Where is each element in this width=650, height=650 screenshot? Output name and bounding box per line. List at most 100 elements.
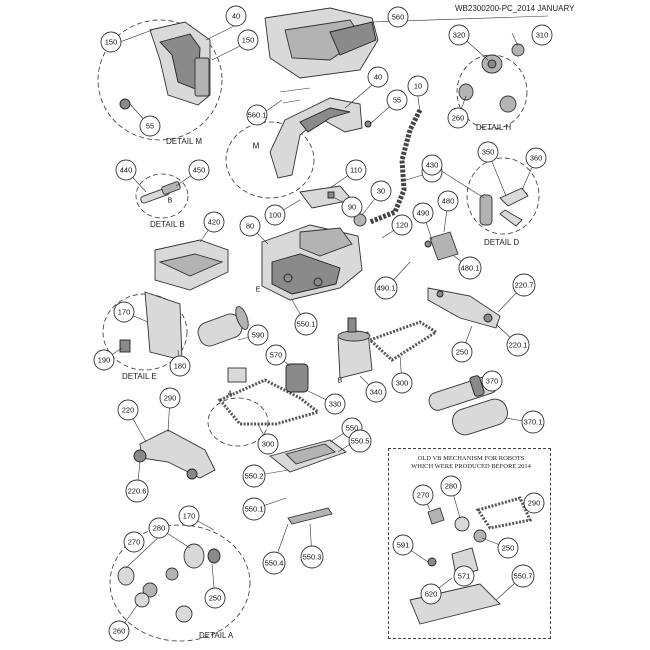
callout-100[interactable]: 100 — [264, 204, 286, 226]
callout-55[interactable]: 55 — [139, 115, 161, 137]
track-300-left — [217, 378, 322, 426]
svg-text:220: 220 — [122, 406, 135, 415]
callout-300[interactable]: 300 — [257, 433, 279, 455]
callout-490-1[interactable]: 490.1 — [374, 276, 398, 300]
svg-text:591: 591 — [397, 541, 410, 550]
drive-motor-330 — [227, 363, 309, 393]
callout-250[interactable]: 250 — [204, 587, 226, 609]
callout-90[interactable]: 90 — [341, 196, 363, 218]
track-300-right — [367, 320, 439, 362]
svg-text:220.6: 220.6 — [128, 487, 147, 496]
callout-280[interactable]: 280 — [148, 517, 170, 539]
callout-40[interactable]: 40 — [225, 5, 247, 27]
detail-m-circle — [97, 19, 223, 141]
svg-text:550.3: 550.3 — [303, 553, 322, 562]
svg-text:550.7: 550.7 — [514, 572, 533, 581]
svg-text:280: 280 — [445, 482, 458, 491]
callout-40[interactable]: 40 — [367, 66, 389, 88]
callout-170[interactable]: 170 — [178, 505, 200, 527]
callout-550-7[interactable]: 550.7 — [511, 564, 535, 588]
callout-190[interactable]: 190 — [93, 349, 115, 371]
svg-text:550.1: 550.1 — [245, 505, 264, 514]
callout-480-1[interactable]: 480.1 — [458, 256, 482, 280]
callout-30[interactable]: 30 — [370, 180, 392, 202]
callout-290[interactable]: 290 — [523, 492, 545, 514]
callout-330[interactable]: 330 — [324, 393, 346, 415]
callout-370-1[interactable]: 370.1 — [521, 410, 545, 434]
callout-350[interactable]: 350 — [477, 141, 499, 163]
callout-290[interactable]: 290 — [159, 387, 181, 409]
callout-360[interactable]: 360 — [525, 147, 547, 169]
callout-220[interactable]: 220 — [117, 399, 139, 421]
gears-detail-a — [117, 543, 221, 623]
roller-180 — [197, 306, 249, 347]
callout-591[interactable]: 591 — [392, 534, 414, 556]
callout-120[interactable]: 120 — [391, 214, 413, 236]
callout-560-1[interactable]: 560.1 — [246, 104, 268, 126]
svg-text:190: 190 — [98, 356, 111, 365]
callout-110[interactable]: 110 — [345, 159, 367, 181]
callout-170[interactable]: 170 — [113, 301, 135, 323]
callout-550-1[interactable]: 550.1 — [294, 312, 318, 336]
callout-180[interactable]: 180 — [169, 355, 191, 377]
callout-570[interactable]: 570 — [265, 344, 287, 366]
callout-10[interactable]: 10 — [407, 75, 429, 97]
callout-450[interactable]: 450 — [188, 159, 210, 181]
svg-text:220.1: 220.1 — [509, 341, 528, 350]
callout-550-1[interactable]: 550.1 — [242, 497, 266, 521]
callout-620[interactable]: 620 — [420, 583, 442, 605]
svg-text:250: 250 — [502, 544, 515, 553]
callout-220-7[interactable]: 220.7 — [512, 273, 536, 297]
side-plate-220-7 — [427, 287, 501, 329]
callout-440[interactable]: 440 — [115, 159, 137, 181]
callout-550-5[interactable]: 550.5 — [348, 429, 372, 453]
callout-340[interactable]: 340 — [365, 381, 387, 403]
callout-220-1[interactable]: 220.1 — [506, 333, 530, 357]
detail-h-label: DETAIL H — [476, 123, 512, 132]
handle-cover-560 — [264, 7, 379, 104]
callout-55[interactable]: 55 — [386, 89, 408, 111]
svg-text:80: 80 — [246, 222, 254, 231]
callout-571[interactable]: 571 — [453, 565, 475, 587]
svg-text:90: 90 — [348, 203, 356, 212]
robot-body-80 — [261, 224, 363, 301]
callout-280[interactable]: 280 — [440, 475, 462, 497]
svg-text:550.5: 550.5 — [351, 437, 370, 446]
callout-150[interactable]: 150 — [100, 31, 122, 53]
callout-420[interactable]: 420 — [203, 211, 225, 233]
callout-430[interactable]: 430 — [421, 154, 443, 176]
callout-260[interactable]: 260 — [447, 107, 469, 129]
callout-550-3[interactable]: 550.3 — [300, 545, 324, 569]
old-mechanism-box — [388, 448, 551, 639]
callout-560[interactable]: 560 — [387, 6, 409, 28]
svg-text:110: 110 — [350, 166, 362, 175]
callout-320[interactable]: 320 — [448, 24, 470, 46]
callout-250[interactable]: 250 — [451, 341, 473, 363]
callout-250[interactable]: 250 — [497, 537, 519, 559]
svg-text:550.4: 550.4 — [265, 559, 284, 568]
old-vb-mechanism — [409, 496, 533, 625]
svg-text:490: 490 — [417, 209, 430, 218]
callout-370[interactable]: 370 — [481, 370, 503, 392]
callout-490[interactable]: 490 — [412, 202, 434, 224]
callout-300[interactable]: 300 — [391, 372, 413, 394]
svg-text:10: 10 — [414, 82, 422, 91]
svg-text:260: 260 — [452, 114, 465, 123]
callout-150[interactable]: 150 — [237, 29, 259, 51]
callout-270[interactable]: 270 — [123, 531, 145, 553]
callout-270[interactable]: 270 — [412, 484, 434, 506]
callout-480[interactable]: 480 — [437, 190, 459, 212]
svg-text:430: 430 — [426, 161, 439, 170]
detail-b-circle — [135, 173, 189, 219]
callout-80[interactable]: 80 — [239, 215, 261, 237]
detail-d-label: DETAIL D — [484, 238, 520, 247]
svg-text:480.1: 480.1 — [461, 264, 480, 273]
svg-text:40: 40 — [232, 12, 240, 21]
callout-550-2[interactable]: 550.2 — [242, 464, 266, 488]
callout-310[interactable]: 310 — [531, 24, 553, 46]
callout-220-6[interactable]: 220.6 — [125, 479, 149, 503]
callout-550-4[interactable]: 550.4 — [262, 551, 286, 575]
callout-260[interactable]: 260 — [108, 620, 130, 642]
detail-e-label: DETAIL E — [122, 372, 157, 381]
callout-590[interactable]: 590 — [247, 324, 269, 346]
